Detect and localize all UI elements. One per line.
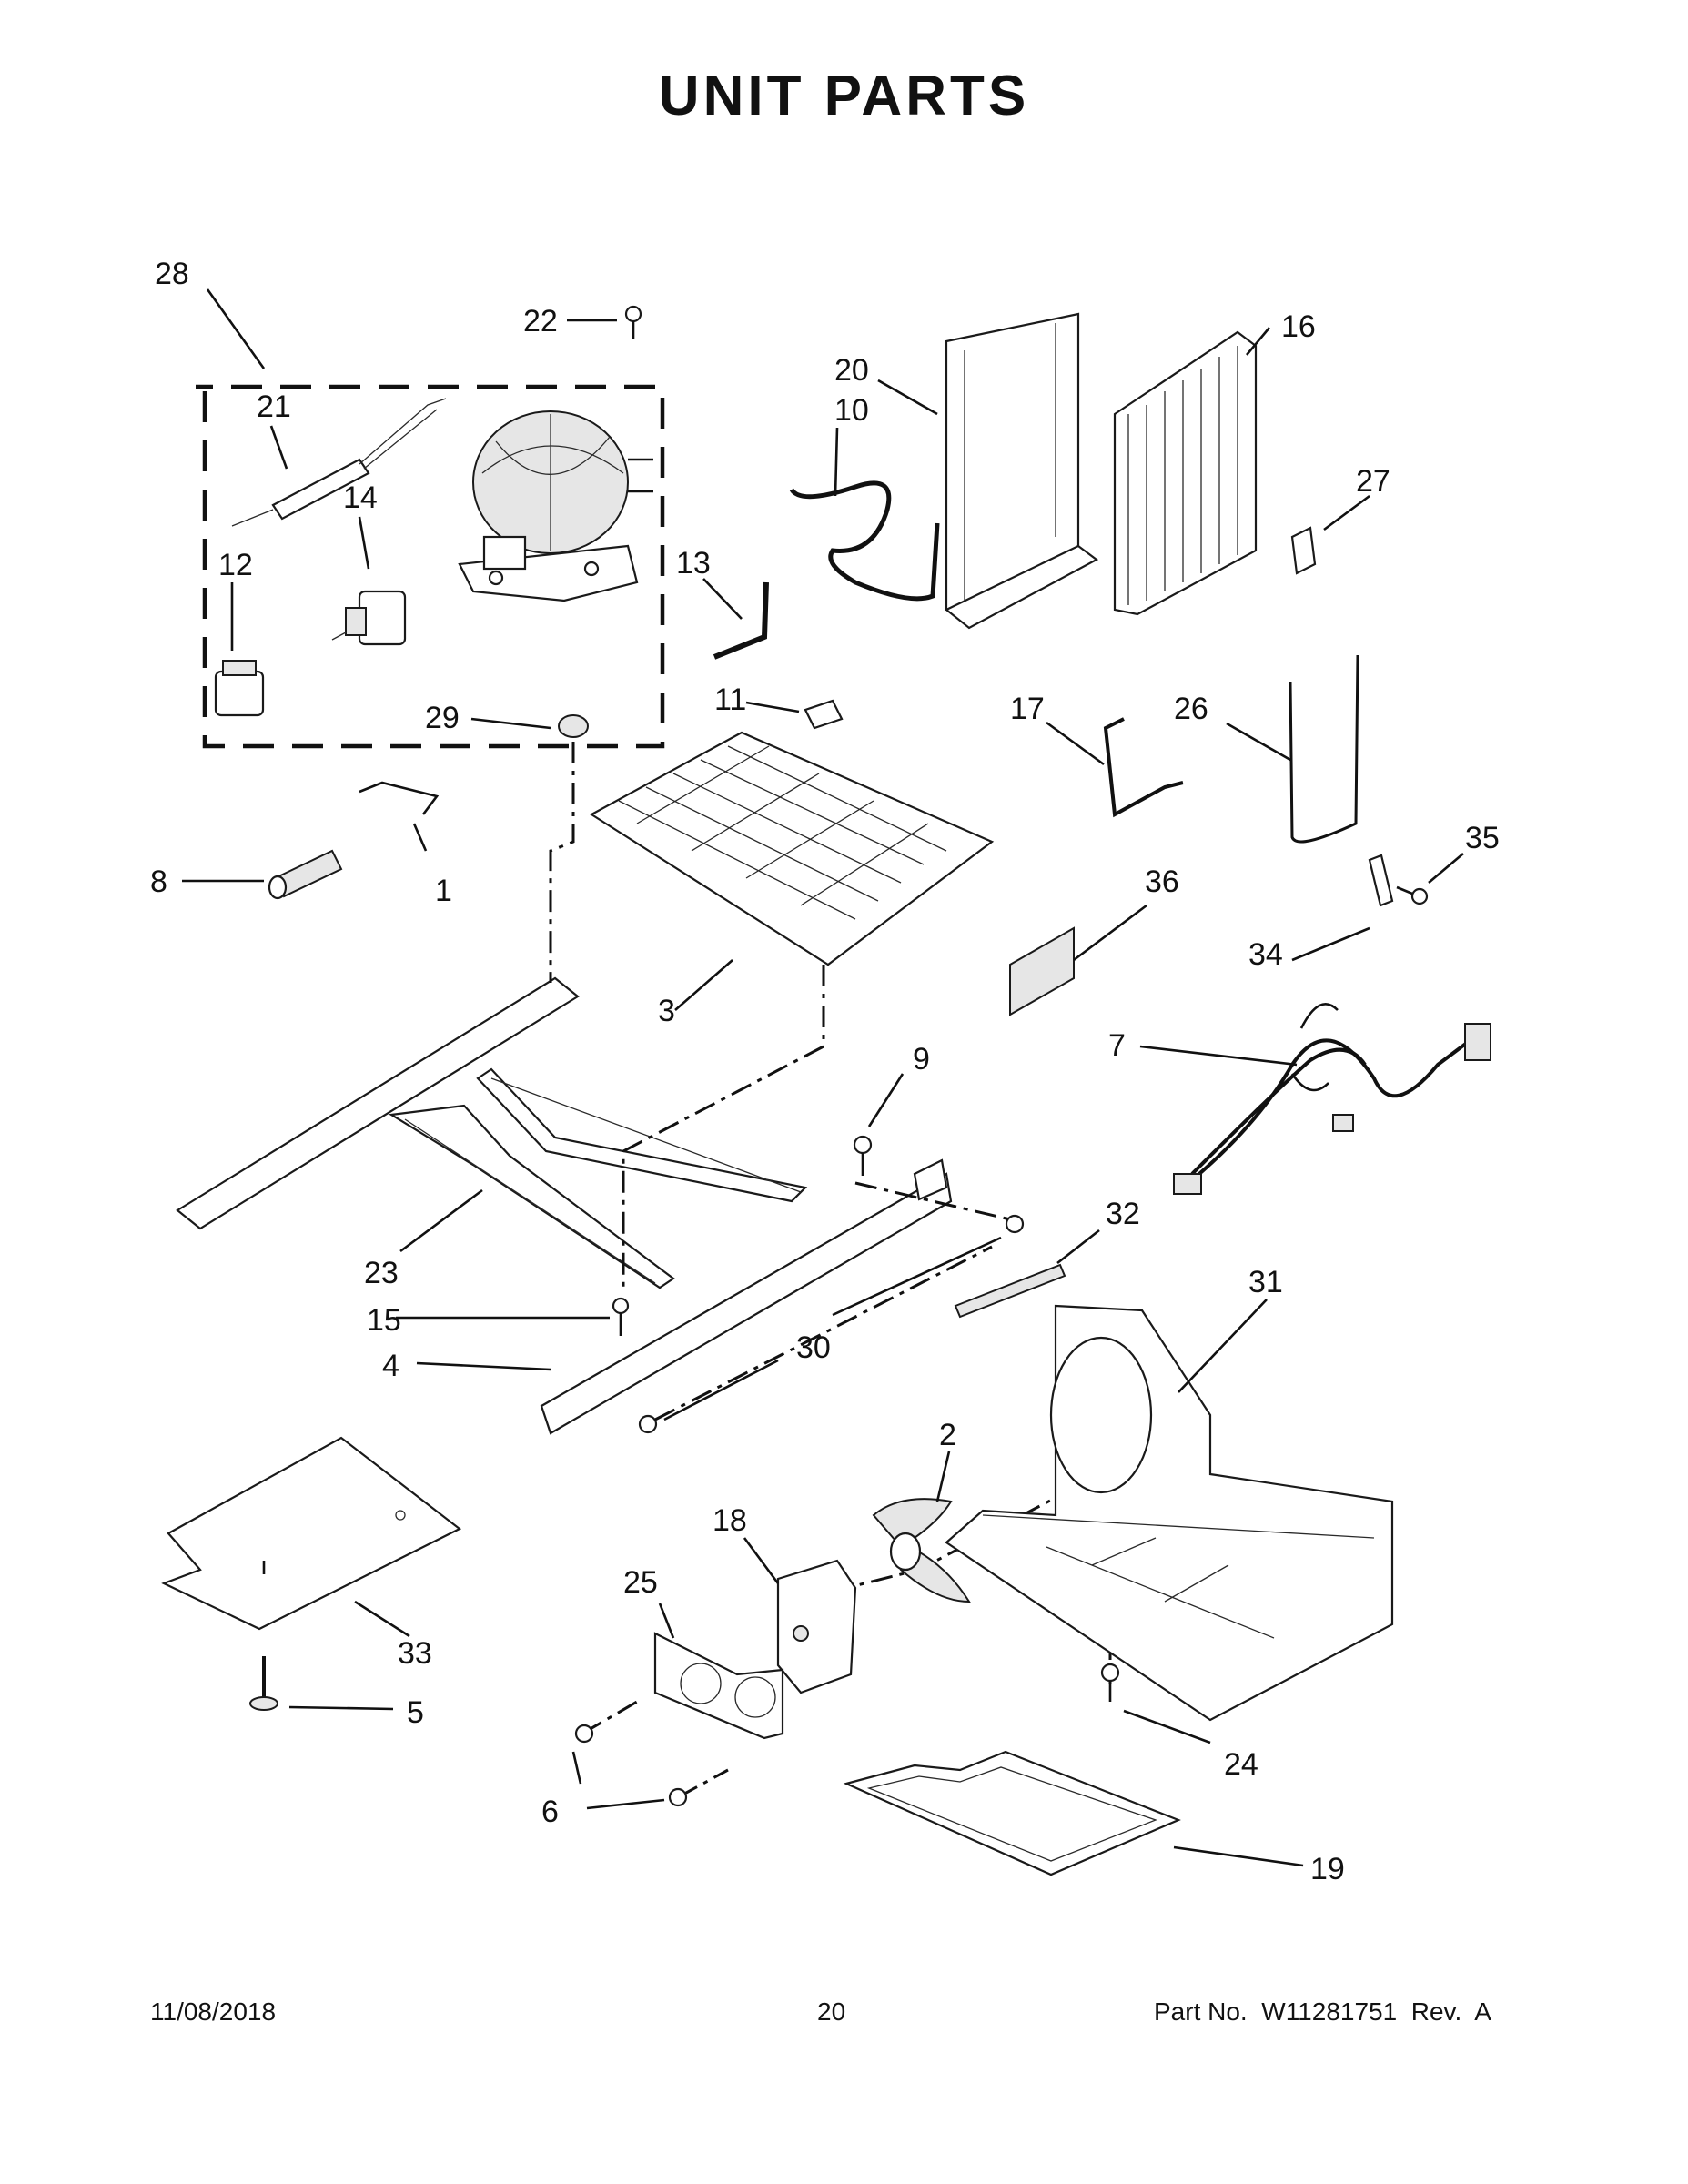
callout-12: 12 <box>218 548 253 582</box>
compressor-illustration <box>458 410 653 602</box>
assembly-line <box>622 965 825 1292</box>
part-24-screw <box>1100 1663 1120 1702</box>
callout-16: 16 <box>1281 309 1316 344</box>
part-27-clip <box>1290 526 1317 575</box>
part-19-drain-pan <box>843 1750 1181 1876</box>
callout-35: 35 <box>1465 821 1500 855</box>
part-22-screw <box>624 305 642 339</box>
assembly-line <box>581 1700 729 1799</box>
callout-34: 34 <box>1248 937 1283 972</box>
callout-28: 28 <box>155 257 189 291</box>
part-3-evaporator <box>589 731 995 966</box>
callout-15: 15 <box>367 1303 401 1338</box>
callout-18: 18 <box>713 1503 747 1538</box>
callout-1: 1 <box>435 874 452 908</box>
part-1-clip <box>359 781 440 815</box>
part-29-grommet <box>558 714 589 738</box>
callout-25: 25 <box>623 1565 658 1600</box>
callout-31: 31 <box>1248 1265 1283 1299</box>
callout-13: 13 <box>676 546 711 581</box>
callout-36: 36 <box>1145 864 1179 899</box>
part-34-bracket <box>1368 854 1394 907</box>
part-6-screw-a <box>574 1724 594 1744</box>
callout-21: 21 <box>257 389 291 424</box>
callout-29: 29 <box>425 701 460 735</box>
callout-9: 9 <box>913 1042 930 1077</box>
part-26-tube <box>1289 654 1359 844</box>
part-17-tube <box>1103 717 1184 818</box>
callout-14: 14 <box>343 480 378 515</box>
footer-date: 11/08/2018 <box>150 1997 277 2026</box>
part-21-drier <box>231 398 447 527</box>
callout-26: 26 <box>1174 692 1208 726</box>
compressor-kit-boundary <box>196 384 665 749</box>
part-25-bracket <box>653 1632 784 1740</box>
assembly-line <box>854 1181 1011 1221</box>
part-23-frame <box>176 976 808 1289</box>
part-32-tie <box>954 1263 1066 1319</box>
assembly-line <box>549 742 575 983</box>
callout-17: 17 <box>1010 692 1045 726</box>
part-35-screw <box>1396 885 1429 905</box>
part-5-foot <box>249 1656 278 1711</box>
part-8-tube <box>268 849 343 900</box>
part-33-pad <box>161 1436 462 1631</box>
part-31-housing <box>945 1304 1394 1722</box>
callout-labels: 28 22 21 14 12 29 20 10 16 27 13 11 17 2… <box>150 257 1500 1886</box>
page-title: UNIT PARTS <box>658 65 1030 127</box>
callout-33: 33 <box>398 1636 432 1671</box>
callout-19: 19 <box>1310 1852 1345 1886</box>
callout-10: 10 <box>834 393 869 428</box>
part-12-overload <box>214 660 265 717</box>
callout-11: 11 <box>714 682 746 717</box>
callout-24: 24 <box>1224 1747 1258 1782</box>
part-16-condenser <box>1113 330 1258 616</box>
callout-32: 32 <box>1106 1197 1140 1231</box>
part-11-bracket <box>804 699 844 730</box>
part-15-screw <box>612 1297 630 1336</box>
callout-5: 5 <box>407 1695 424 1730</box>
part-36-board <box>1009 926 1075 1016</box>
leader-lines <box>182 288 1464 1867</box>
part-2-fan-blade <box>872 1498 971 1603</box>
part-30-screw-a <box>1005 1214 1025 1234</box>
callout-3: 3 <box>658 994 675 1028</box>
footer-page-number: 20 <box>817 1997 846 2026</box>
callout-4: 4 <box>382 1349 399 1383</box>
callout-27: 27 <box>1356 464 1390 499</box>
part-18-motor <box>776 1559 857 1694</box>
part-10-tube <box>789 480 940 602</box>
part-14-relay <box>331 590 407 646</box>
footer-part-number: Part No. W11281751 Rev. A <box>1154 1997 1491 2026</box>
part-13-tube <box>713 581 769 660</box>
callout-7: 7 <box>1108 1028 1126 1063</box>
part-30-screw-b <box>638 1414 658 1434</box>
callout-20: 20 <box>834 353 869 388</box>
callout-23: 23 <box>364 1256 399 1290</box>
part-9-screw <box>853 1135 873 1176</box>
callout-6: 6 <box>541 1795 559 1829</box>
part-7-harness <box>1173 1003 1491 1195</box>
callout-30: 30 <box>796 1330 831 1365</box>
callout-22: 22 <box>523 304 558 339</box>
part-20-shroud <box>944 312 1099 630</box>
callout-2: 2 <box>939 1418 956 1452</box>
part-4-rail <box>540 1158 953 1435</box>
part-6-screw-b <box>668 1787 688 1807</box>
callout-8: 8 <box>150 864 167 899</box>
